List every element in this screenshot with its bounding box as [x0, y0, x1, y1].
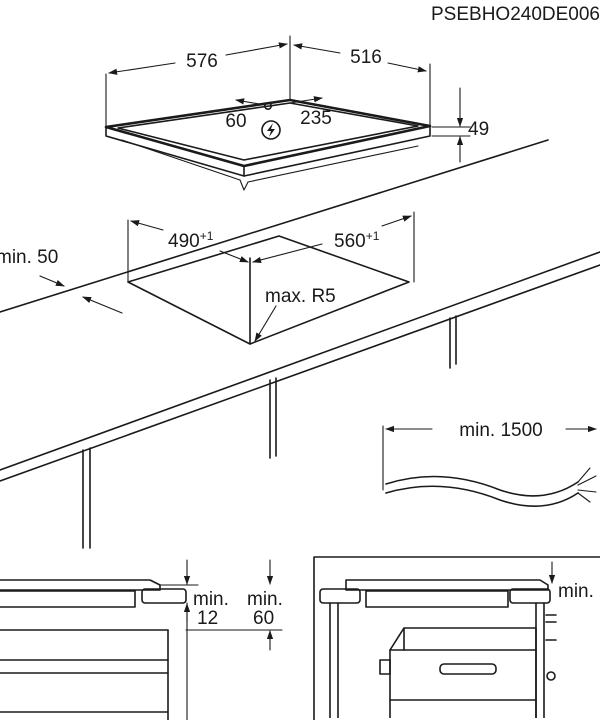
label-gap-b-value: 60 — [253, 608, 274, 629]
label-front-edge: min. 50 — [0, 247, 58, 268]
label-gap-a-value: 12 — [197, 608, 218, 629]
product-code: PSEBHO240DE006 — [431, 4, 600, 25]
dimension-hob-width: 576 — [105, 35, 291, 128]
cable-drawing: min. 1500 — [382, 420, 597, 507]
label-hob-depth: 516 — [350, 47, 382, 68]
label-gap-right-top: min. — [558, 581, 594, 602]
worktop-drawing — [0, 139, 600, 549]
label-gap-a-top: min. — [193, 589, 229, 610]
label-hob-height: 49 — [468, 119, 489, 140]
dimension-inlet-position: 60 235 — [225, 96, 332, 132]
label-cutout-width: 560+1 — [334, 229, 380, 252]
label-inlet-a: 60 — [225, 111, 246, 132]
lightning-icon — [261, 120, 281, 140]
dimension-front-edge: min. 50 — [0, 247, 123, 314]
callout-corner-radius: max. R5 — [254, 286, 336, 342]
label-inlet-b: 235 — [300, 108, 332, 129]
dimension-hob-height: 49 — [431, 87, 489, 163]
label-cable-length: min. 1500 — [459, 420, 542, 441]
section-detail-right: min. — [313, 556, 600, 720]
dimension-cutout-width: 560+1 — [252, 211, 415, 283]
label-corner-radius: max. R5 — [265, 286, 336, 307]
label-gap-b-top: min. — [247, 589, 283, 610]
label-hob-width: 576 — [186, 51, 218, 72]
dimension-hob-depth: 516 — [293, 43, 431, 127]
hob-drawing — [104, 98, 432, 191]
dimension-cutout-depth: 490+1 — [127, 219, 249, 283]
section-detail-left: min. 12 min. 60 — [0, 559, 283, 720]
label-cutout-depth: 490+1 — [168, 229, 214, 252]
